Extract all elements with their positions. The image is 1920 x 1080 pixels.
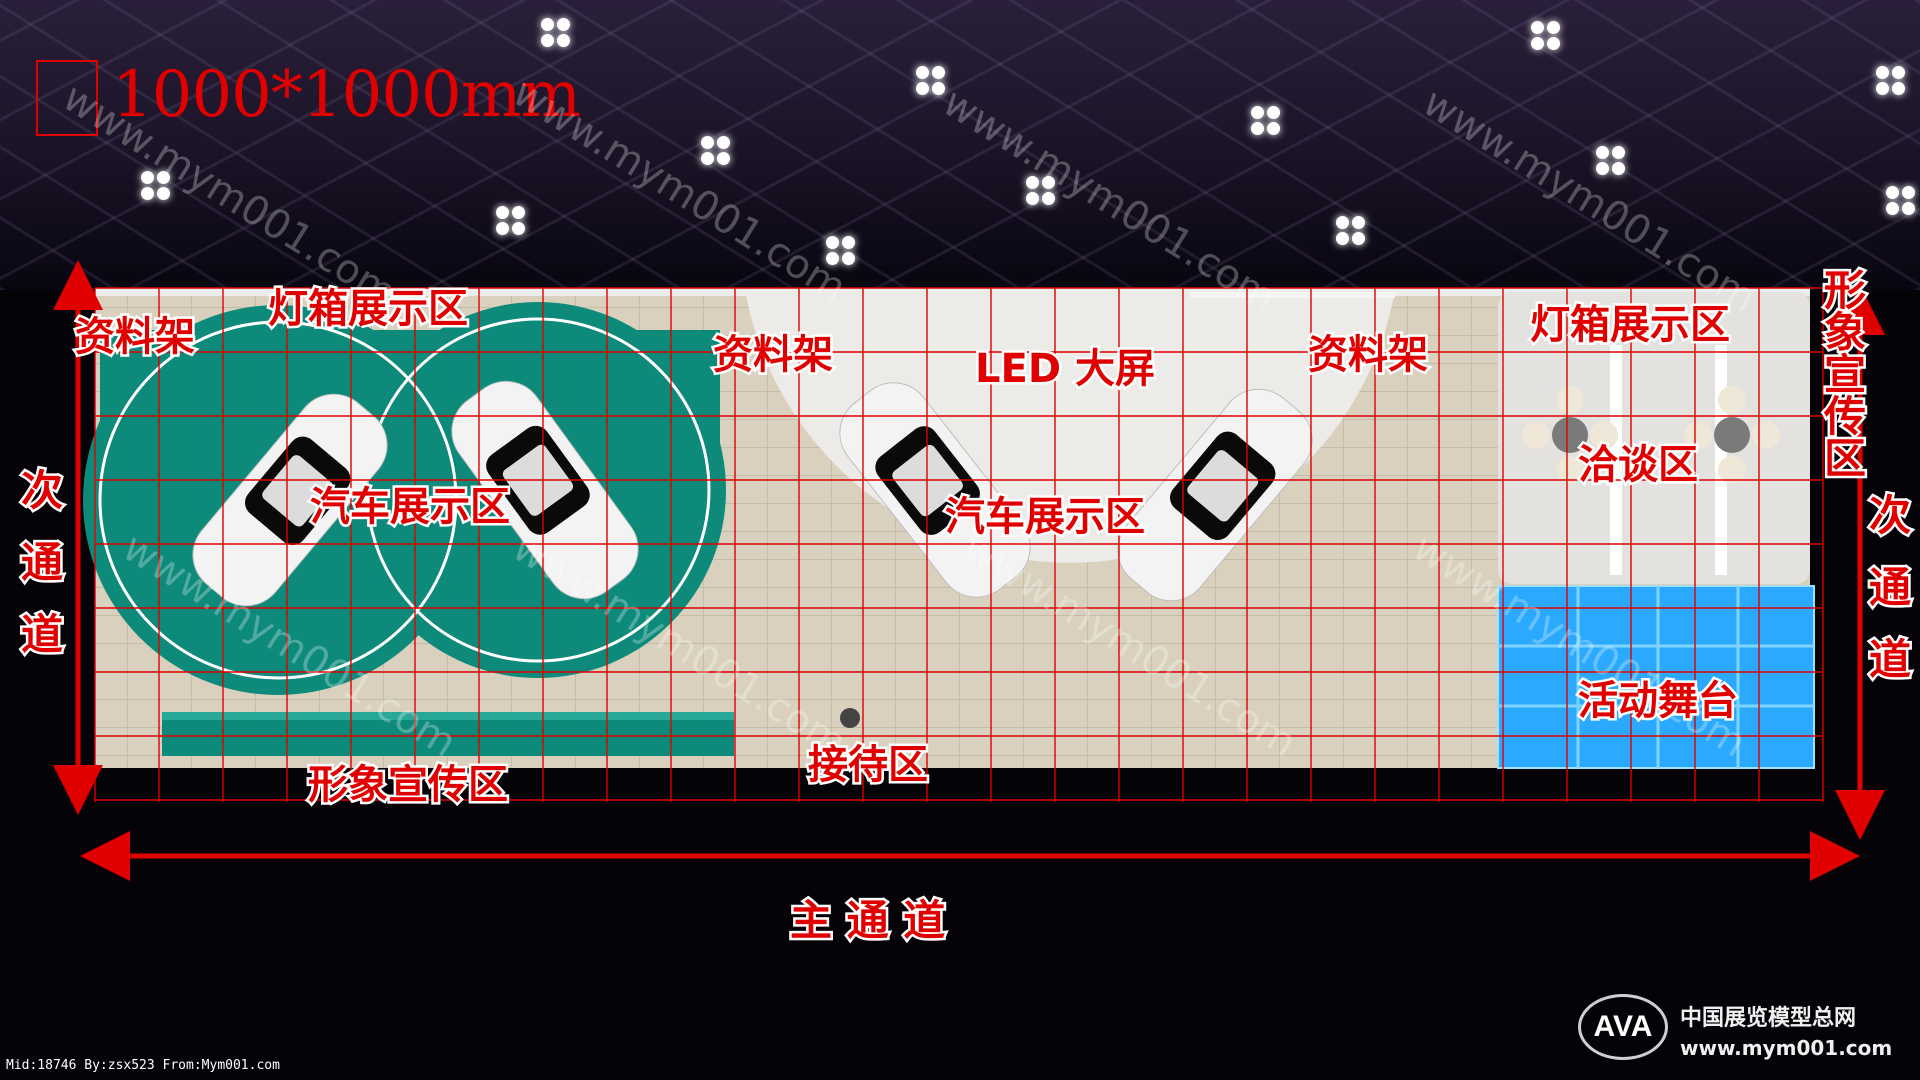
zone-label-lightbox-area: 灯箱展示区	[268, 286, 468, 332]
car-model	[1117, 388, 1313, 602]
ceiling-light-icon	[695, 130, 735, 170]
ceiling-light-icon	[1870, 60, 1910, 100]
negotiation-table-right	[1684, 386, 1780, 484]
negotiation-divider	[1610, 345, 1622, 575]
zone-label-negotiation: 洽谈区	[1578, 442, 1698, 488]
zone-label-led-screen: LED 大屏	[975, 346, 1155, 392]
reception-stool	[840, 708, 860, 728]
negotiation-room	[1498, 292, 1810, 584]
zone-label-brand-promo: 形象宣传区	[308, 762, 508, 808]
ceiling-light-icon	[490, 200, 530, 240]
site-logo-name: 中国展览模型总网	[1680, 1006, 1857, 1031]
brand-promo-counter-top	[162, 712, 734, 720]
site-logo-url: www.mym001.com	[1680, 1036, 1893, 1060]
event-stage-floor	[1497, 585, 1815, 769]
scale-label: 1000*1000mm	[112, 58, 581, 132]
secondary-aisle-label-left: 次通道	[21, 466, 63, 659]
main-aisle-label: 主 通 道	[790, 896, 945, 945]
scale-legend-box	[36, 60, 98, 136]
watermark: www.mym001.com	[1415, 79, 1764, 321]
zone-label-car-display: 汽车展示区	[945, 494, 1145, 540]
ceiling-light-icon	[135, 165, 175, 205]
watermark: www.mym001.com	[55, 74, 404, 316]
zone-label-brochure-rack: 资料架	[75, 314, 195, 360]
ceiling-light-icon	[535, 12, 575, 52]
ceiling-light-icon	[910, 60, 950, 100]
zone-label-event-stage: 活动舞台	[1578, 678, 1738, 724]
ceiling-light-icon	[1330, 210, 1370, 250]
led-screen-wall	[1190, 292, 1395, 298]
ceiling-light-icon	[1245, 100, 1285, 140]
ceiling-light-icon	[1590, 140, 1630, 180]
zone-label-car-display: 汽车展示区	[310, 484, 510, 530]
ceiling-light-icon	[1525, 15, 1565, 55]
zone-label-brochure-rack: 资料架	[1308, 332, 1428, 378]
watermark: www.mym001.com	[505, 69, 854, 311]
zone-label-brochure-rack: 资料架	[713, 332, 833, 378]
zone-label-lightbox-area: 灯箱展示区	[1530, 302, 1730, 348]
zone-label-brand-promo-vertical: 形象宣传区	[1823, 266, 1866, 483]
brand-promo-counter	[162, 718, 734, 756]
negotiation-table-left	[1522, 386, 1618, 484]
ceiling-light-icon	[820, 230, 860, 270]
exhibition-hall-ceiling	[0, 0, 1920, 290]
car-model	[192, 393, 388, 607]
watermark: www.mym001.com	[935, 79, 1284, 321]
secondary-aisle-label-right: 次通道	[1869, 491, 1911, 684]
ceiling-light-icon	[1020, 170, 1060, 210]
footer-credit: Mid:18746 By:zsx523 From:Mym001.com	[6, 1058, 280, 1073]
site-logo-icon: AVA	[1578, 994, 1668, 1060]
ceiling-light-icon	[1880, 180, 1920, 220]
zone-label-reception: 接待区	[808, 742, 928, 788]
